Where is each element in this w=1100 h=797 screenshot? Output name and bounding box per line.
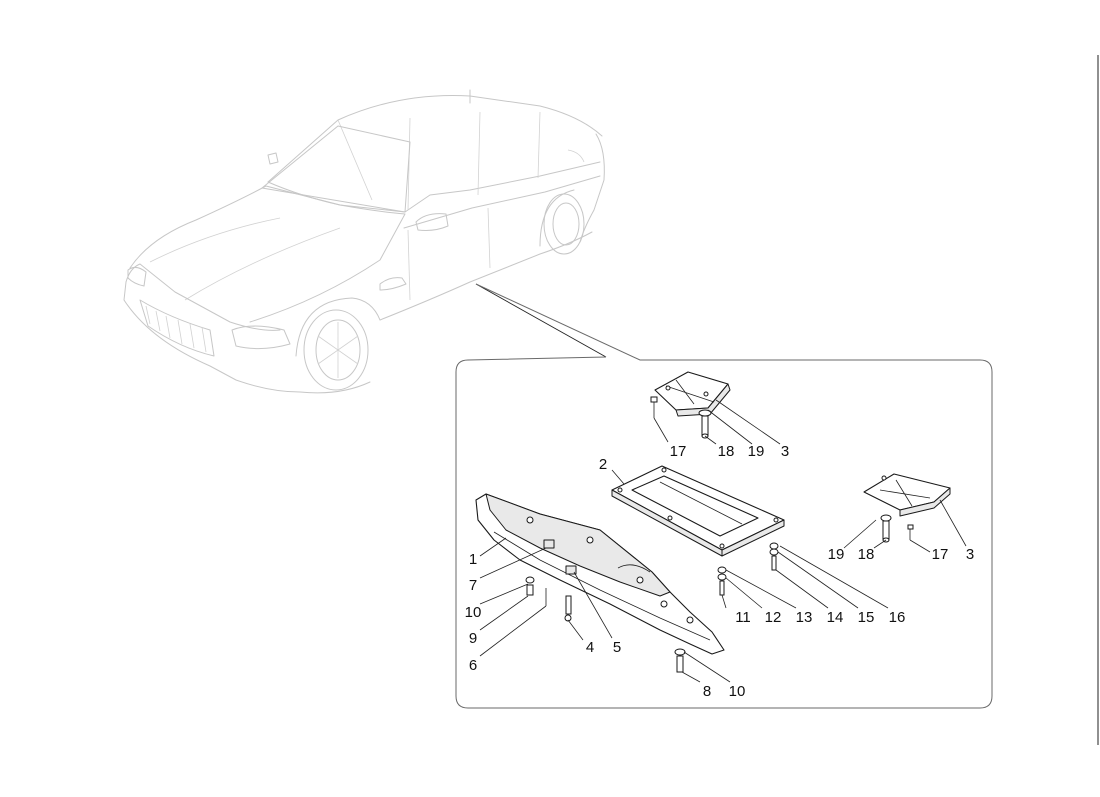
callout-5: 5	[613, 639, 621, 656]
callout-10-left: 10	[465, 604, 482, 621]
bracket-right	[863, 473, 951, 517]
callout-18-right: 18	[858, 546, 875, 563]
callout-labels: 17 18 19 3 2 19 18 17 3 1 7 10 9 6 4 5 8…	[465, 443, 975, 700]
bolt-18-upper	[698, 409, 712, 439]
fasteners-frame	[717, 542, 779, 596]
callout-8: 8	[703, 683, 711, 700]
callout-11: 11	[735, 609, 751, 626]
callout-1: 1	[469, 551, 477, 568]
callout-14: 14	[827, 609, 844, 626]
callout-10-bottom: 10	[729, 683, 746, 700]
callout-15: 15	[858, 609, 875, 626]
callout-9: 9	[469, 630, 477, 647]
bracket-upper	[654, 371, 731, 417]
detail-frame	[455, 283, 993, 709]
callout-13: 13	[796, 609, 813, 626]
callout-3-upper: 3	[781, 443, 789, 460]
callout-6: 6	[469, 657, 477, 674]
callout-19-upper: 19	[748, 443, 765, 460]
callout-4: 4	[586, 639, 594, 656]
callout-12: 12	[765, 609, 782, 626]
frame-panel	[611, 465, 785, 557]
callout-2: 2	[599, 456, 607, 473]
callout-17-upper: 17	[670, 443, 687, 460]
leader-lines	[479, 399, 967, 683]
callout-7: 7	[469, 577, 477, 594]
callout-3-right: 3	[966, 546, 974, 563]
undertray-panel	[475, 493, 725, 655]
fasteners-undertray	[525, 576, 686, 673]
callout-16: 16	[889, 609, 906, 626]
clip-7	[543, 539, 555, 549]
callout-18-upper: 18	[718, 443, 735, 460]
callout-19-right: 19	[828, 546, 845, 563]
clip-5	[565, 565, 577, 575]
car-illustration	[123, 89, 605, 394]
bolts-right	[880, 514, 914, 543]
bolt-17-upper	[650, 396, 658, 418]
callout-17-right: 17	[932, 546, 949, 563]
